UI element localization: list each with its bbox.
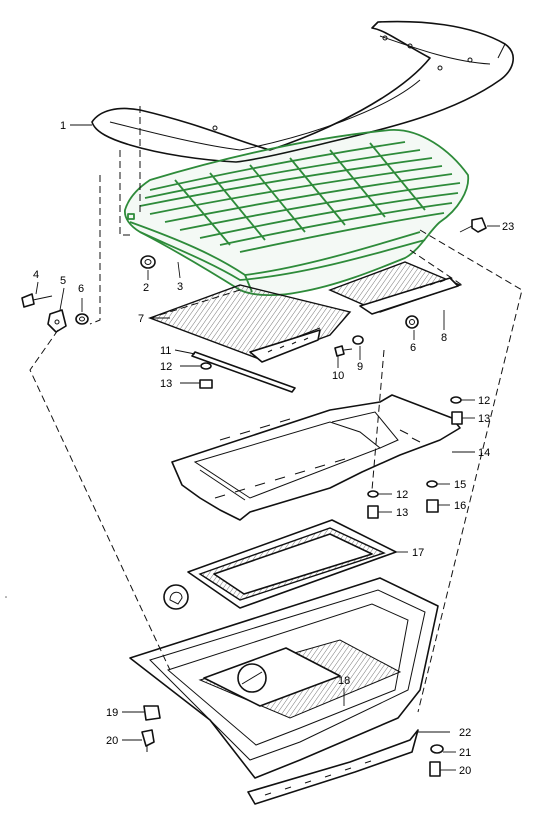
callout-5: 5 (60, 275, 66, 287)
spoiler-wing-part (91, 20, 514, 163)
mesh-filter-part-8 (328, 261, 462, 315)
callout-20-left: 20 (106, 735, 118, 747)
detail-circle-icon (163, 584, 189, 610)
callout-13-right: 13 (478, 413, 490, 425)
callout-2: 2 (143, 282, 149, 294)
fasteners-right (367, 396, 463, 519)
engine-grille-part (124, 129, 470, 297)
callout-6-right: 6 (410, 342, 416, 354)
callout-23: 23 (502, 221, 514, 233)
callout-7: 7 (138, 313, 144, 325)
mesh-filter-part-7 (147, 284, 352, 363)
callout-19: 19 (106, 707, 118, 719)
callout-16: 16 (454, 500, 466, 512)
fasteners-mid (334, 315, 419, 357)
callout-12-left: 12 (160, 361, 172, 373)
callout-13-left: 13 (160, 378, 172, 390)
callout-4: 4 (33, 269, 39, 281)
page-speck (5, 596, 7, 598)
lid-panel-part-18 (129, 577, 439, 779)
callout-21: 21 (459, 747, 471, 759)
hinge-fasteners (141, 705, 444, 777)
callout-3: 3 (177, 281, 183, 293)
callout-17: 17 (412, 547, 424, 559)
callout-6-left: 6 (78, 283, 84, 295)
callout-15: 15 (454, 479, 466, 491)
callout-14: 14 (478, 447, 490, 459)
callout-8: 8 (441, 332, 447, 344)
nut-part-2 (140, 255, 156, 269)
clip-part-23 (459, 217, 487, 233)
callout-22: 22 (459, 727, 471, 739)
assembly-dash-lines (29, 106, 523, 713)
callout-1: 1 (60, 120, 66, 132)
callout-leaders (35, 124, 500, 771)
callout-12-right: 12 (478, 395, 490, 407)
callout-18: 18 (338, 675, 350, 687)
strip-part-11 (191, 351, 296, 393)
frame-tray-part-14 (171, 394, 461, 521)
lip-part-22 (247, 729, 419, 805)
callout-labels: 1 2 3 4 5 6 6 7 8 9 10 11 12 12 12 13 13… (33, 120, 514, 777)
callout-9: 9 (357, 361, 363, 373)
callout-20-right: 20 (459, 765, 471, 777)
callout-13-mid: 13 (396, 507, 408, 519)
fasteners-left (21, 293, 89, 333)
callout-10: 10 (332, 370, 344, 382)
callout-11: 11 (160, 345, 171, 357)
washer-screw-left (199, 362, 213, 389)
callout-12-mid: 12 (396, 489, 408, 501)
